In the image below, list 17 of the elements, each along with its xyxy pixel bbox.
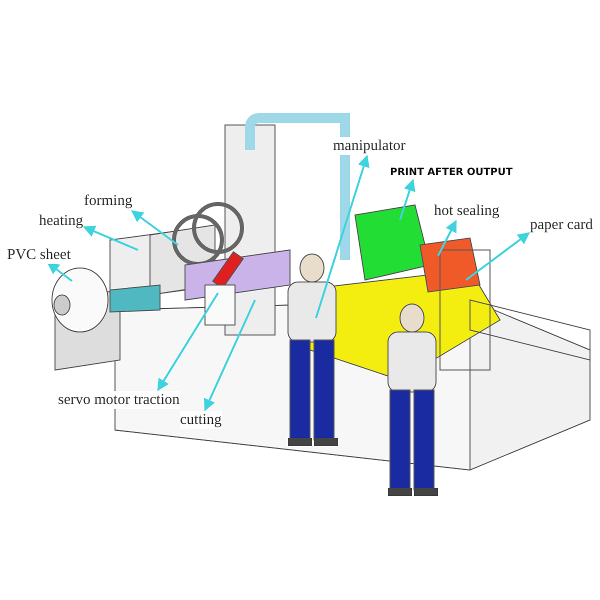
- part-label: hot sealing: [434, 202, 500, 220]
- part-label: PVC sheet: [7, 246, 71, 264]
- part-label: heating: [39, 212, 84, 230]
- leader-arrow: [47, 262, 73, 282]
- part-label: cutting: [180, 411, 222, 429]
- part-label: manipulator: [333, 137, 406, 155]
- leader-arrow: [399, 178, 416, 220]
- leader-arrow: [82, 226, 138, 251]
- part-label: forming: [84, 192, 132, 210]
- leader-arrow: [157, 292, 219, 392]
- leader-arrow: [437, 220, 457, 256]
- leader-arrow: [131, 210, 179, 246]
- leader-arrow: [315, 154, 370, 318]
- leader-arrow: [204, 300, 256, 412]
- part-label: servo motor traction: [58, 391, 180, 409]
- part-label: paper card: [530, 216, 593, 234]
- leader-arrow: [465, 232, 530, 281]
